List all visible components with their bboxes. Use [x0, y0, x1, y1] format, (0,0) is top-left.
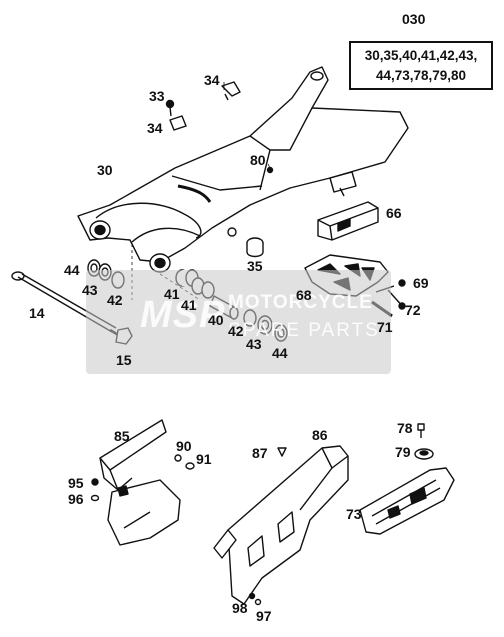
callout-42-right: 42 — [228, 323, 244, 339]
screw-98 — [248, 592, 256, 600]
nut-90 — [174, 454, 182, 462]
callout-41-b: 41 — [181, 297, 197, 313]
watermark-line-1: MOTORCYCLE — [228, 292, 373, 313]
callout-66: 66 — [386, 205, 402, 221]
callout-40: 40 — [208, 312, 224, 328]
callout-44-left: 44 — [64, 262, 80, 278]
chain-slider-73 — [359, 467, 455, 535]
kit-contents-line-2: 44,73,78,79,80 — [375, 68, 467, 83]
callout-86: 86 — [312, 427, 328, 443]
callout-69: 69 — [413, 275, 429, 291]
callout-44-right: 44 — [272, 345, 288, 361]
callout-34-lower: 34 — [147, 120, 163, 136]
screw-95 — [91, 478, 99, 486]
callout-72: 72 — [405, 302, 421, 318]
callout-68: 68 — [296, 287, 312, 303]
watermark-banner — [86, 270, 391, 374]
callout-95: 95 — [68, 475, 84, 491]
callout-43-right: 43 — [246, 336, 262, 352]
washer-79 — [414, 448, 434, 460]
screw-87 — [277, 447, 287, 457]
kit-number: 030 — [402, 11, 426, 27]
chain-guard-86 — [213, 445, 349, 605]
watermark-logo: MSP — [140, 294, 226, 336]
clip-34-upper — [221, 81, 241, 101]
callout-33: 33 — [149, 88, 165, 104]
callout-30: 30 — [97, 162, 113, 178]
washer-91 — [185, 462, 195, 470]
washer-97 — [254, 598, 262, 606]
callout-73: 73 — [346, 506, 362, 522]
callout-79: 79 — [395, 444, 411, 460]
swingarm — [77, 66, 409, 273]
callout-90: 90 — [176, 438, 192, 454]
kit-contents-line-1: 30,35,40,41,42,43, — [364, 48, 478, 63]
callout-15: 15 — [116, 352, 132, 368]
watermark-line-2: SPARE PARTS — [228, 320, 380, 341]
callout-80: 80 — [250, 152, 266, 168]
callout-71: 71 — [377, 319, 393, 335]
callout-leaders — [167, 82, 271, 169]
kit-contents-box: 30,35,40,41,42,43, 44,73,78,79,80 — [349, 41, 493, 90]
callout-85: 85 — [114, 428, 130, 444]
callout-14: 14 — [29, 305, 45, 321]
callout-42-left: 42 — [107, 292, 123, 308]
callout-98: 98 — [232, 600, 248, 616]
washer-96 — [90, 494, 100, 502]
callout-87: 87 — [252, 445, 268, 461]
bolt-78 — [417, 423, 425, 438]
callout-43-left: 43 — [82, 282, 98, 298]
screw-80 — [266, 166, 274, 174]
callout-34-upper: 34 — [204, 72, 220, 88]
callout-96: 96 — [68, 491, 84, 507]
callout-78: 78 — [397, 420, 413, 436]
callout-41-a: 41 — [164, 286, 180, 302]
callout-91: 91 — [196, 451, 212, 467]
clip-34-lower — [169, 115, 187, 131]
chain-guide-66 — [317, 201, 379, 241]
bushing-35 — [246, 237, 264, 258]
callout-35: 35 — [247, 258, 263, 274]
chain-guard-85 — [99, 419, 181, 546]
callout-97: 97 — [256, 608, 272, 624]
bolt-33 — [165, 99, 175, 117]
